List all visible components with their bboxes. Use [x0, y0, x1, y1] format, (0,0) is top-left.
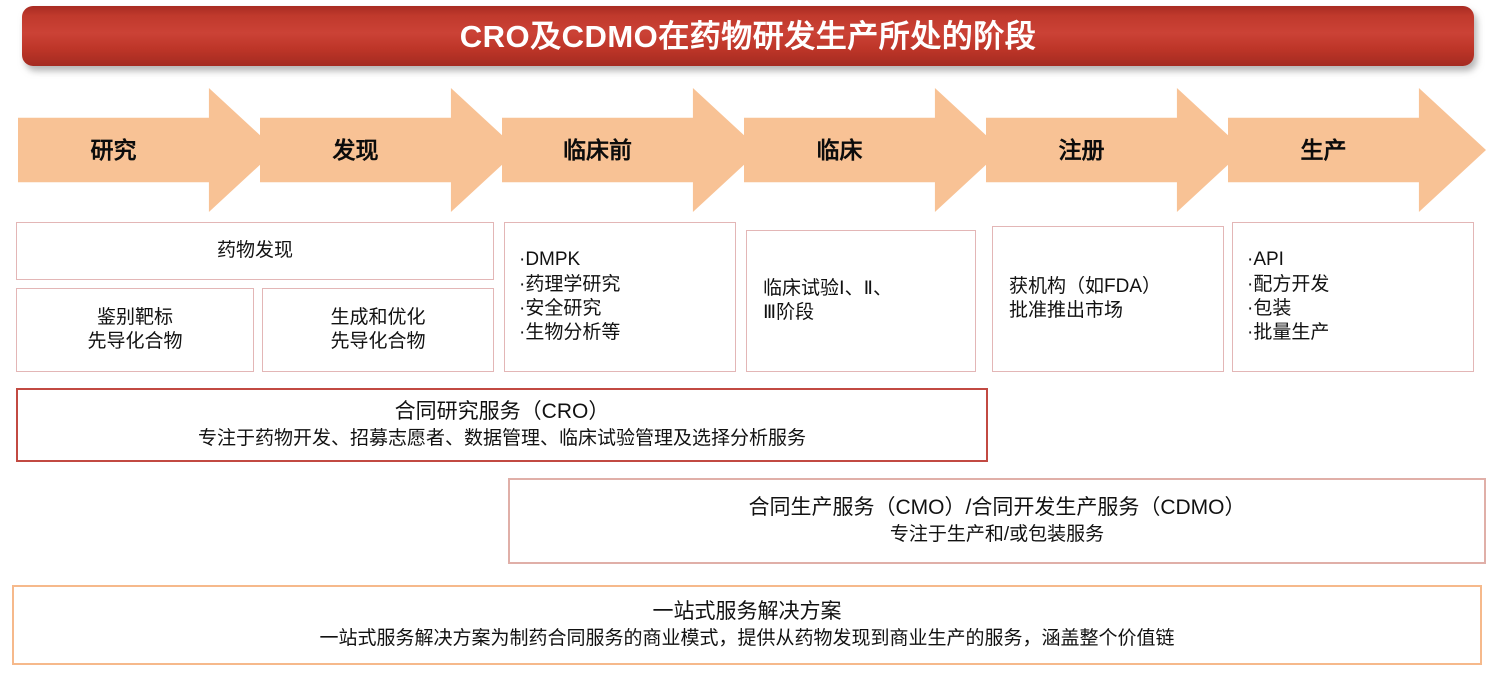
detail-line: ·药理学研究 — [519, 273, 621, 295]
detail-box-registration: 获机构（如FDA） 批准推出市场 — [992, 226, 1224, 372]
stage-label-preclinical: 临床前 — [563, 136, 632, 163]
detail-line: Ⅲ阶段 — [763, 302, 815, 323]
detail-line: 批准推出市场 — [1009, 300, 1124, 321]
service-band-one-stop-desc: 一站式服务解决方案为制药合同服务的商业模式，提供从药物发现到商业生产的服务，涵盖… — [319, 628, 1175, 650]
stage-label-discovery: 发现 — [332, 136, 379, 163]
page-title: CRO及CDMO在药物研发生产所处的阶段 — [459, 18, 1037, 54]
detail-box-clinical-trials: 临床试验Ⅰ、Ⅱ、 Ⅲ阶段 — [746, 230, 976, 372]
service-band-cmo-desc: 专注于生产和/或包装服务 — [889, 524, 1105, 546]
detail-line: 先导化合物 — [87, 331, 183, 352]
service-band-cro: 合同研究服务（CRO） 专注于药物开发、招募志愿者、数据管理、临床试验管理及选择… — [16, 388, 988, 462]
stage-arrow-clinical[interactable]: 临床 — [744, 88, 1002, 212]
stage-label-research: 研究 — [90, 136, 137, 163]
detail-line: 获机构（如FDA） — [1009, 275, 1162, 297]
stage-label-registration: 注册 — [1058, 136, 1105, 163]
detail-line: 先导化合物 — [330, 331, 426, 352]
stage-label-clinical: 临床 — [816, 136, 863, 163]
stage-arrow-preclinical[interactable]: 临床前 — [502, 88, 760, 212]
detail-box-lead-optimization: 生成和优化 先导化合物 — [262, 288, 494, 372]
detail-text-drug-discovery: 药物发现 — [216, 239, 293, 261]
page-title-banner: CRO及CDMO在药物研发生产所处的阶段 — [22, 6, 1474, 66]
detail-line: ·安全研究 — [519, 298, 602, 319]
stage-label-production: 生产 — [1300, 136, 1347, 163]
detail-line: ·包装 — [1247, 298, 1292, 319]
service-band-cro-desc: 专注于药物开发、招募志愿者、数据管理、临床试验管理及选择分析服务 — [197, 428, 806, 450]
stage-arrow-production[interactable]: 生产 — [1228, 88, 1486, 212]
stage-arrow-registration[interactable]: 注册 — [986, 88, 1244, 212]
detail-line: ·API — [1247, 249, 1284, 271]
service-band-cro-title: 合同研究服务（CRO） — [394, 400, 610, 423]
stage-arrow-discovery[interactable]: 发现 — [260, 88, 518, 212]
detail-box-drug-discovery: 药物发现 — [16, 222, 494, 280]
detail-line: ·配方开发 — [1247, 273, 1330, 295]
service-band-cmo-cdmo: 合同生产服务（CMO）/合同开发生产服务（CDMO） 专注于生产和/或包装服务 — [508, 478, 1486, 564]
detail-line: ·生物分析等 — [519, 322, 621, 344]
detail-line: 生成和优化 — [330, 306, 426, 328]
detail-line: 鉴别靶标 — [96, 306, 173, 328]
stage-arrow-research[interactable]: 研究 — [18, 88, 276, 212]
stage-arrow-row: 研究 发现 临床前 临床 注册 生产 — [0, 88, 1498, 212]
detail-line: 临床试验Ⅰ、Ⅱ、 — [763, 277, 892, 299]
service-band-one-stop: 一站式服务解决方案 一站式服务解决方案为制药合同服务的商业模式，提供从药物发现到… — [12, 585, 1482, 665]
detail-line: ·批量生产 — [1247, 322, 1330, 344]
service-band-one-stop-title: 一站式服务解决方案 — [652, 600, 842, 623]
service-band-cmo-title: 合同生产服务（CMO）/合同开发生产服务（CDMO） — [748, 496, 1246, 519]
detail-box-production: ·API ·配方开发 ·包装 ·批量生产 — [1232, 222, 1474, 372]
detail-line: ·DMPK — [519, 249, 581, 271]
detail-box-target-identification: 鉴别靶标 先导化合物 — [16, 288, 254, 372]
detail-box-preclinical: ·DMPK ·药理学研究 ·安全研究 ·生物分析等 — [504, 222, 736, 372]
